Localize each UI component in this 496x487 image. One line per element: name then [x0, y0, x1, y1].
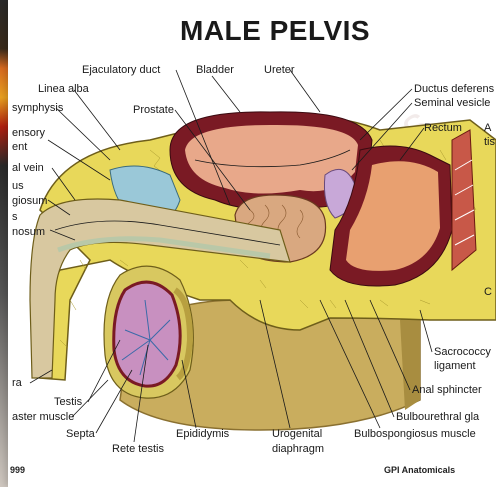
label-seminal-vesicle: Seminal vesicle — [414, 97, 490, 109]
label-prostate: Prostate — [133, 104, 174, 116]
label-al-vein: al vein — [12, 162, 44, 174]
label-ductus-deferens: Ductus deferens — [414, 83, 495, 95]
label-ejaculatory-duct: Ejaculatory duct — [82, 64, 160, 76]
label-rete-testis: Rete testis — [112, 443, 164, 455]
label-testis: Testis — [54, 396, 83, 408]
label-sacrococcygeal: Sacrococcy — [434, 346, 491, 358]
label-right-edge-c: C — [484, 286, 492, 298]
label-nosum: nosum — [12, 226, 45, 238]
label-linea-alba: Linea alba — [38, 83, 90, 95]
label-bladder: Bladder — [196, 64, 234, 76]
label-bulbospongiosus-muscle: Bulbospongiosus muscle — [354, 428, 476, 440]
label-ra: ra — [12, 377, 23, 389]
label-epididymis: Epididymis — [176, 428, 230, 440]
label-diaphragm: diaphragm — [272, 443, 324, 455]
label-aster-muscle: aster muscle — [12, 411, 74, 423]
label-ligament: ligament — [434, 360, 476, 372]
label-rectum: Rectum — [424, 122, 462, 134]
label-s: s — [12, 211, 18, 223]
label-right-edge-a: A — [484, 122, 492, 134]
footer-brand: GPI Anatomicals — [384, 465, 455, 475]
label-ent: ent — [12, 141, 27, 153]
label-bulbourethral-gland: Bulbourethral gla — [396, 411, 480, 423]
label-ensory: ensory — [12, 127, 46, 139]
label-right-edge-tis: tis — [484, 136, 496, 148]
testis — [114, 282, 180, 386]
label-giosum: giosum — [12, 195, 47, 207]
label-septa: Septa — [66, 428, 96, 440]
label-anal-sphincter: Anal sphincter — [412, 384, 482, 396]
footer-code: 999 — [10, 465, 25, 475]
label-urogenital: Urogenital — [272, 428, 322, 440]
label-us: us — [12, 180, 24, 192]
diagram-title: MALE PELVIS — [180, 15, 370, 46]
